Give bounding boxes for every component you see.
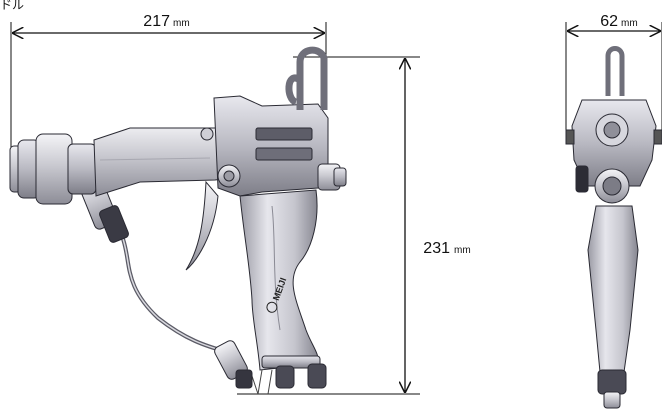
width-side-unit: mm (173, 18, 190, 29)
width-side-value: 217 (143, 13, 170, 30)
rear-valve (317, 163, 347, 191)
front-knob (575, 165, 589, 193)
height-value: 231 (423, 240, 450, 257)
spray-gun-side-view: MEIJI (9, 46, 347, 395)
front-bottom-fittings (597, 369, 627, 395)
trigger (185, 180, 219, 271)
width-front-value: 62 (600, 13, 618, 30)
width-front-unit: mm (621, 18, 638, 29)
height-dimension: 231 mm (237, 56, 471, 395)
width-dimension-side: 217 mm (10, 13, 327, 150)
air-inlet-fittings (251, 355, 327, 395)
width-dimension-front: 62 mm (565, 13, 662, 140)
spray-gun-front-view (565, 46, 662, 409)
cropped-corner-label: ドル (0, 0, 25, 12)
front-hanger-hook (605, 46, 625, 96)
hanger-hook (285, 46, 328, 110)
air-cap-nozzle (9, 133, 97, 205)
front-grip (587, 205, 639, 373)
handle-grip (239, 189, 319, 371)
height-unit: mm (454, 245, 471, 256)
